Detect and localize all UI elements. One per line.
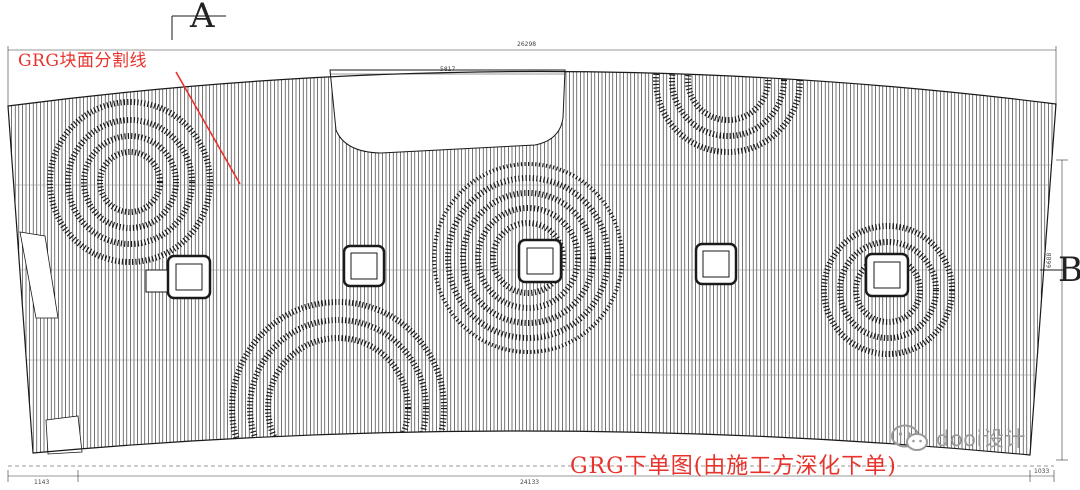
dimension-right-side: 6688 (1046, 252, 1053, 268)
grg-division-annotation: GRG块面分割线 (18, 51, 147, 71)
annotation-leader (175, 71, 241, 185)
grid-axis-a (171, 15, 226, 40)
watermark-text: dooi设计 (936, 427, 1026, 451)
dimension-top-total: 26298 (517, 41, 537, 48)
grid-letter-a: A (190, 0, 215, 36)
left-notch (19, 231, 59, 319)
dimension-lines (7, 46, 1068, 482)
light-fixture-2 (342, 244, 386, 288)
dimension-bottom-left: 1143 (34, 479, 50, 486)
light-fixture-5 (864, 252, 910, 298)
light-fixture-4 (694, 242, 738, 286)
bottom-left-notch (45, 415, 83, 455)
ceiling-outline (7, 70, 1057, 456)
drawing-title: GRG下单图(由施工方深化下单) (570, 454, 897, 479)
light-fixture-3 (517, 238, 563, 284)
light-fixture-1 (166, 254, 212, 300)
dimension-bottom-total: 24133 (520, 479, 540, 486)
dimension-bottom-right: 1033 (1034, 468, 1050, 475)
watermark: dooi设计 (890, 420, 1026, 456)
grid-letter-b: B (1058, 250, 1080, 290)
wechat-icon (891, 424, 928, 451)
dimension-opening: 5817 (440, 66, 456, 73)
ceiling-opening (329, 69, 566, 154)
light-fixtures (145, 238, 910, 300)
